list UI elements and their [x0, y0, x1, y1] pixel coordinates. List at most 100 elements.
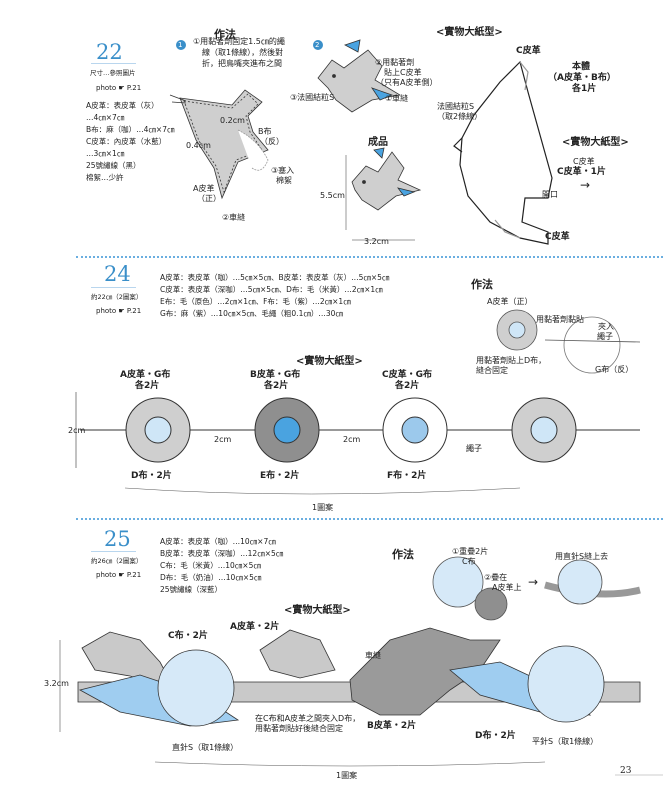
step1-label-b2: （反） — [260, 137, 284, 146]
s25-part-label: C布・2片 — [168, 631, 208, 641]
s25-pattern — [59, 627, 641, 767]
finished-title: 成品 — [368, 137, 388, 148]
material-line: B布：麻（咖）…4㎝×7㎝ — [86, 125, 175, 134]
step1-badge: 1 — [178, 41, 183, 49]
step2-glue1: ②用黏著劑 — [375, 58, 415, 67]
unit-label-25: 1圖案 — [336, 771, 358, 780]
material-line: A皮革：表皮革（咖）…5㎝×5㎝、B皮革：表皮革（灰）…5㎝×5㎝ — [160, 273, 390, 282]
arrow-right-icon: → — [580, 178, 591, 192]
circle-label: 各2片 — [264, 381, 289, 391]
s25-label: ②疊在 — [484, 573, 508, 582]
s25-part-label: 在C布和A皮革之間夾入D布， — [255, 714, 361, 723]
step1-label-left: 0.4cm — [186, 141, 211, 150]
pattern-title-25: <實物大紙型> — [284, 605, 351, 616]
pattern-title-24: <實物大紙型> — [296, 356, 363, 367]
circle-label: 各2片 — [395, 381, 420, 391]
arrow-right-icon: → — [528, 575, 539, 589]
step1-label-a2: （正） — [197, 194, 221, 203]
method-title-22: 作法 — [214, 28, 236, 41]
section-divider — [76, 518, 663, 520]
photo-ref-25: photo ☛ P.21 — [96, 571, 142, 579]
pattern-label: C皮革 — [516, 46, 541, 56]
finished-bird — [345, 147, 422, 241]
pattern-bird-outline — [453, 60, 553, 245]
material-line: 棉絮…少許 — [86, 173, 124, 182]
dim-height: 2cm — [68, 426, 86, 435]
step1-bird — [169, 89, 269, 200]
material-line: D布：毛（奶油）…10㎝×5㎝ — [160, 573, 262, 582]
finished-width: 3.2cm — [364, 237, 389, 246]
step1-label-top: 0.2cm — [220, 116, 245, 125]
pattern-label: C皮革・1片 — [557, 167, 606, 177]
s24-label: 用黏著劑貼上D布， — [476, 356, 547, 365]
pattern-label: 各1片 — [572, 84, 597, 94]
material-line: C皮革：表皮革（深咖）…5㎝×5㎝、D布：毛（米黃）…2㎝×1㎝ — [160, 285, 383, 294]
s24-method-figure — [496, 309, 641, 374]
finished-height: 5.5cm — [320, 191, 345, 200]
gap-label: 2cm — [343, 435, 361, 444]
s25-part-label: B皮革・2片 — [367, 721, 417, 731]
step2-bird — [317, 39, 402, 113]
step1-text: ①用黏著劑固定1.5㎝的繩 — [193, 37, 285, 46]
material-line: …3㎝×1㎝ — [86, 149, 125, 158]
s25-part-label: 直針S（取1條線） — [172, 743, 239, 752]
method-title-25: 作法 — [392, 548, 414, 561]
s25-method-figure — [432, 556, 641, 621]
s24-label: 縫合固定 — [476, 366, 508, 375]
project-number-22: 22 — [96, 40, 123, 64]
step1-text: 線（取1條線），然後對 — [202, 48, 284, 57]
pattern-label: 本體 — [572, 62, 591, 72]
bottom-label: D布・2片 — [131, 471, 172, 481]
pattern-label: （A皮革・B布） — [548, 73, 616, 83]
size-22: 尺寸…參照圖片 — [90, 69, 136, 77]
material-line: A皮革：表皮革（咖）…10㎝×7㎝ — [160, 537, 276, 546]
s25-label: ①重疊2片 — [452, 547, 489, 556]
s25-part-label: D布・2片 — [475, 731, 516, 741]
size-25: 約26㎝（2圖案） — [91, 557, 143, 565]
material-line: 25號繡線（黑） — [86, 161, 141, 170]
step2-glue2: 貼上C皮革 — [384, 68, 422, 77]
s24-pattern — [75, 392, 640, 495]
material-line: …4㎝×7㎝ — [86, 113, 125, 122]
circle-label: C皮革・G布 — [382, 370, 432, 380]
step1-label-stuff: ③塞入 — [271, 166, 295, 175]
step1-text: 折，把鳥嘴夾進布之間 — [202, 59, 282, 68]
project-number-25: 25 — [104, 527, 131, 551]
s25-label: A皮革上 — [492, 583, 522, 592]
material-line: B皮革：表皮革（深咖）…12㎝×5㎝ — [160, 549, 284, 558]
dim-height-25: 3.2cm — [44, 679, 69, 688]
step2-glue3: （只有A皮革側） — [376, 78, 438, 87]
project-number-24: 24 — [104, 262, 131, 286]
pattern-label: C皮革 — [545, 232, 570, 242]
s24-label: 夾入 — [598, 322, 614, 331]
size-24: 約22㎝（2圖案） — [91, 293, 143, 301]
s25-part-label: 平針S（取1條線） — [532, 737, 599, 746]
step1-badge-circle — [176, 40, 186, 50]
material-line: A皮革：表皮革（灰） — [86, 101, 159, 110]
cord-label: 繩子 — [466, 444, 482, 453]
material-line: C布：毛（米黃）…10㎝×5㎝ — [160, 561, 261, 570]
photo-ref-22: photo ☛ P.21 — [96, 84, 142, 92]
step2-badge: 2 — [315, 41, 320, 49]
s24-label: G布（反） — [595, 365, 634, 374]
photo-ref-24: photo ☛ P.21 — [96, 307, 142, 315]
circle-label: 各2片 — [135, 381, 160, 391]
s24-label: 用黏著劑黏貼 — [536, 315, 584, 324]
material-line: G布：麻（紫）…10㎝×5㎝、毛繩（粗0.1㎝）…30㎝ — [160, 309, 343, 318]
s24-label: A皮革（正） — [487, 297, 533, 306]
unit-label-24: 1圖案 — [312, 503, 334, 512]
circle-label: A皮革・G布 — [120, 370, 171, 380]
s25-part-label: 車縫 — [365, 651, 381, 660]
pattern-label: （取2條線） — [437, 112, 483, 121]
pattern-label: C皮革 — [573, 157, 595, 166]
step1-label-sew: ②車縫 — [222, 213, 246, 222]
pattern2-title-22: <實物大紙型> — [562, 137, 629, 148]
method-title-24: 作法 — [471, 278, 493, 291]
step1-label-stuff2: 棉絮 — [276, 176, 292, 185]
s25-label: 用直針S縫上去 — [555, 552, 609, 561]
step2-badge-circle — [313, 40, 323, 50]
s25-label: C布 — [462, 557, 476, 566]
bottom-label: F布・2片 — [387, 471, 427, 481]
s25-part-label: 用黏著劑貼好後縫合固定 — [255, 724, 343, 733]
